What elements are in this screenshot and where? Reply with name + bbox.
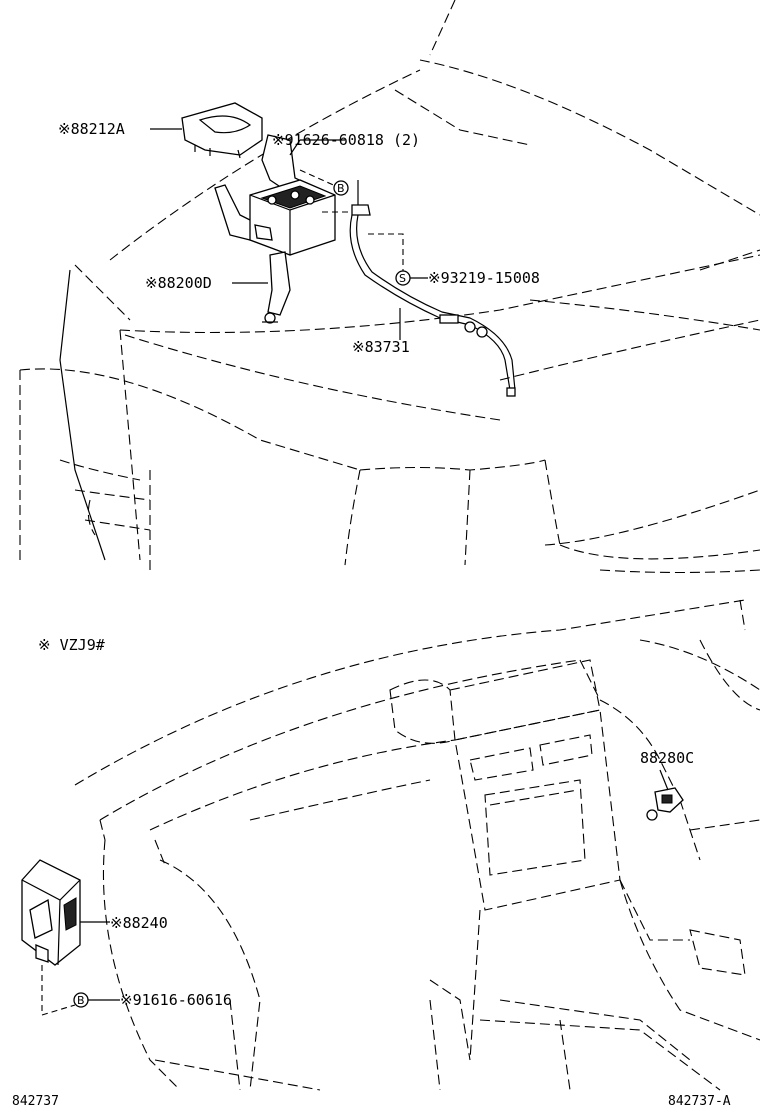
leader-88280C: [659, 769, 669, 791]
part-88280C-sensor: [646, 787, 684, 821]
label-88200D: ※88200D: [145, 274, 212, 292]
label-93219: ※93219-15008: [428, 269, 540, 287]
part-83731-cable: [349, 180, 516, 397]
label-83731: ※83731: [352, 338, 410, 356]
label-88280C: 88280C: [640, 749, 694, 767]
label-91626: ※91626-60818 (2): [272, 131, 420, 149]
label-88240: ※88240: [110, 914, 168, 932]
hood-outline: [19, 0, 760, 574]
svg-text:B: B: [77, 994, 85, 1007]
section-label-vzj9: ※ VZJ9#: [38, 636, 105, 654]
leader-bolt-bottom: [41, 965, 76, 1016]
bolt-symbol-top: [333, 180, 349, 196]
leader-bolt-top: [299, 169, 341, 189]
label-91616: ※91616-60616: [120, 991, 232, 1009]
svg-text:B: B: [337, 182, 345, 195]
diagram-code-left: 842737: [12, 1094, 59, 1109]
part-88240-module: [21, 859, 81, 966]
svg-text:S: S: [399, 272, 406, 285]
part-88200D-actuator: [214, 134, 336, 324]
diagram-code-right: 842737-A: [668, 1094, 731, 1109]
part-88212A-cover: [181, 102, 263, 159]
label-88212A: ※88212A: [58, 120, 125, 138]
leader-screw: [368, 233, 404, 272]
dashboard-outline: [74, 599, 760, 1091]
